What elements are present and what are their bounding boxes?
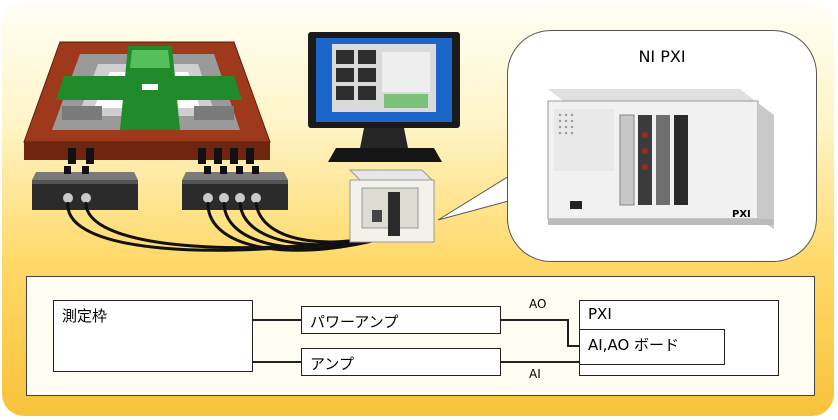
ai-line — [501, 361, 579, 363]
ai-signal-label: AI — [529, 367, 541, 381]
callout-title: NI PXI — [638, 47, 686, 66]
frame-to-power-amp-line — [253, 319, 301, 321]
ai-ao-board-block: AI,AO ボード — [579, 329, 725, 365]
power-amp-block: パワーアンプ — [301, 306, 501, 334]
ao-line-into-board — [567, 345, 579, 347]
pxi-callout-bubble: NI PXI PXI — [507, 30, 817, 262]
ao-signal-label: AO — [529, 297, 547, 311]
pxi-chassis-small — [348, 169, 436, 243]
pxi-chassis-caption: PXI — [732, 209, 751, 220]
amplifier-boxes — [32, 166, 288, 210]
measurement-frame-illustration — [23, 41, 271, 164]
pxi-label: PXI — [588, 305, 612, 323]
monitor-illustration — [308, 32, 460, 162]
block-diagram-panel: 測定枠 パワーアンプ アンプ PXI AI,AO ボード AO AI — [26, 276, 815, 396]
amp-block: アンプ — [301, 348, 501, 376]
ao-line-horizontal — [501, 319, 567, 321]
pxi-chassis-photo — [547, 89, 774, 229]
amp-label: アンプ — [310, 355, 354, 373]
frame-to-amp-line — [253, 361, 301, 363]
ao-line-vertical — [567, 319, 569, 347]
measurement-frame-block: 測定枠 — [53, 300, 253, 372]
ai-ao-board-label: AI,AO ボード — [588, 336, 680, 354]
power-amp-label: パワーアンプ — [310, 313, 399, 331]
background-frame: NI PXI PXI 測定枠 — [2, 2, 834, 416]
measurement-frame-label: 測定枠 — [62, 307, 108, 325]
